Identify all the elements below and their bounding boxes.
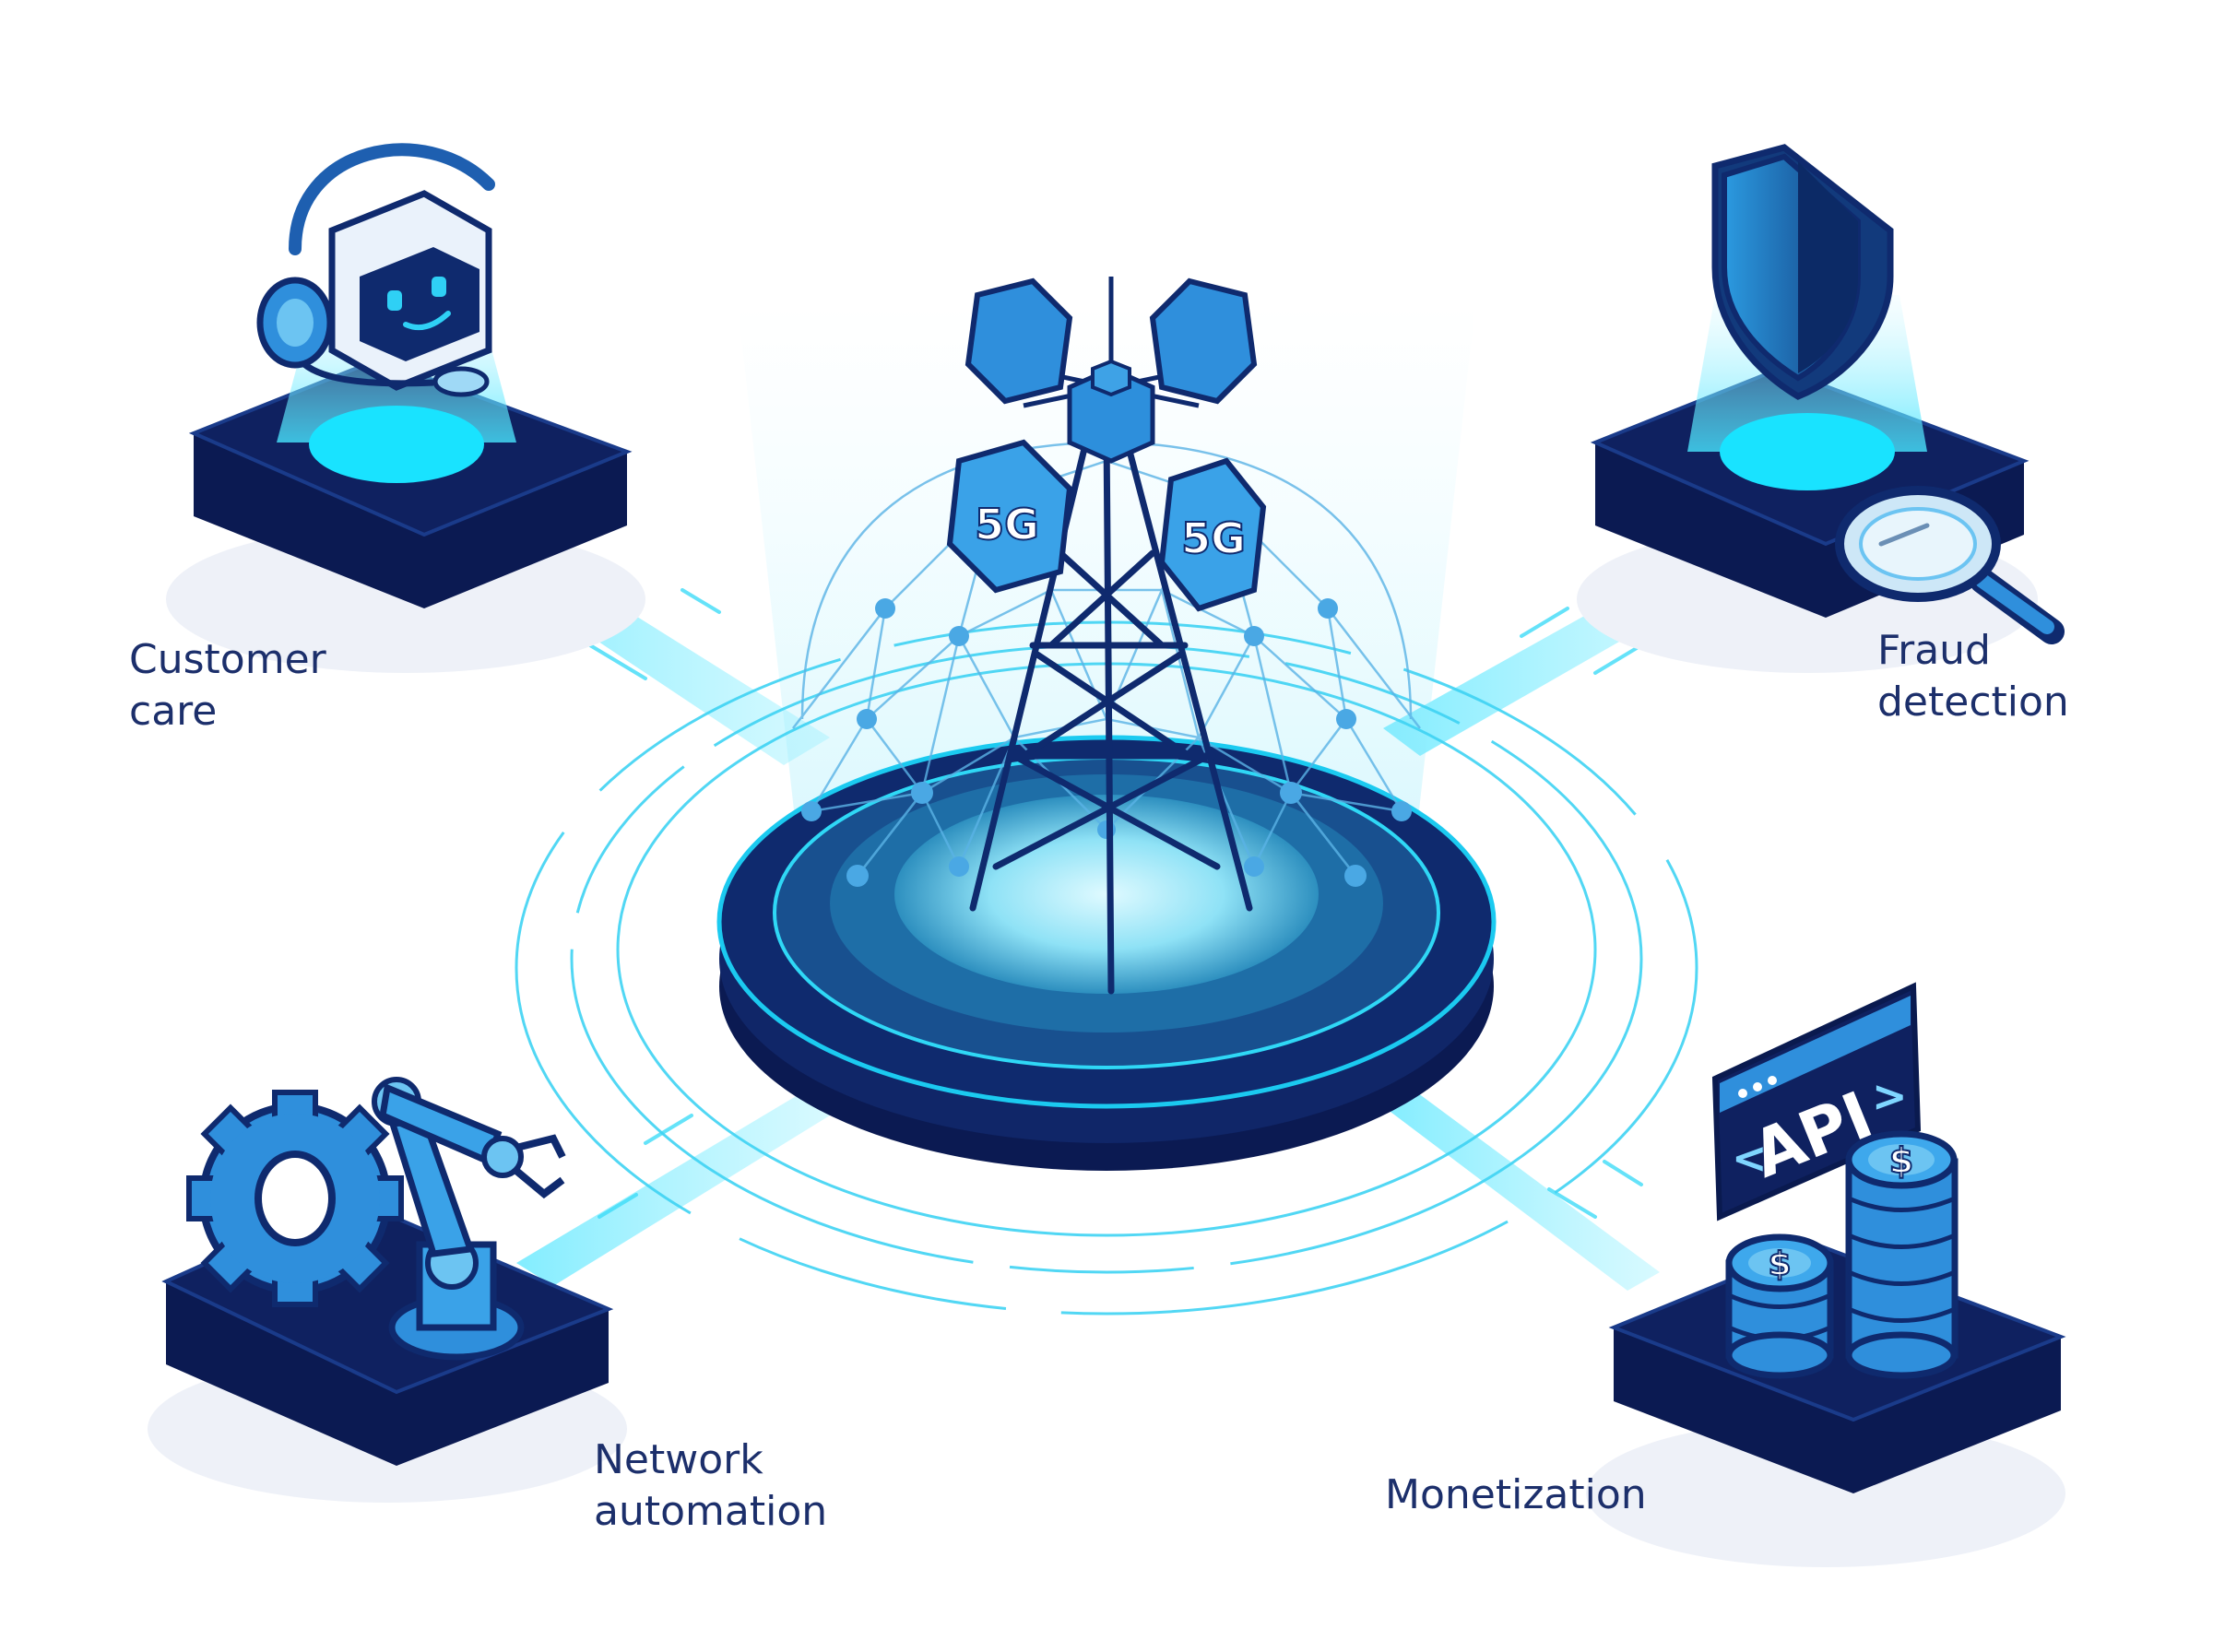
coin-dollar-icon-tall: $ bbox=[1889, 1140, 1913, 1181]
antenna-panel-top-right bbox=[1149, 277, 1258, 405]
label-customer-care-line2: care bbox=[129, 688, 218, 735]
label-customer-care-line1: Customer bbox=[129, 636, 326, 683]
chevron-left-icon: < bbox=[1732, 1133, 1768, 1183]
magnifier-icon bbox=[1835, 486, 2065, 644]
label-monetization-line1: Monetization bbox=[1385, 1471, 1647, 1518]
path-network-automation bbox=[516, 1092, 830, 1286]
api-window: < API > bbox=[1711, 982, 1922, 1221]
antenna-panel-5g-left: 5G bbox=[946, 439, 1073, 594]
coin-stack-short: $ bbox=[1725, 1233, 1834, 1379]
cell-tower bbox=[969, 430, 1253, 995]
coin-stack-tall: $ bbox=[1845, 1130, 1959, 1379]
robot-headset-icon bbox=[256, 143, 495, 397]
label-fraud-detection: Fraud detection bbox=[1877, 625, 2069, 728]
label-network-automation-line2: automation bbox=[594, 1488, 828, 1535]
label-fraud-detection-line1: Fraud bbox=[1877, 627, 1991, 674]
node-customer-care bbox=[166, 143, 645, 673]
antenna-5g-badge-left: 5G bbox=[975, 500, 1039, 549]
antenna-panel-top-left bbox=[964, 277, 1073, 405]
antenna-panel-5g-right: 5G bbox=[1158, 457, 1267, 612]
node-monetization: < API > $ $ bbox=[1586, 982, 2066, 1567]
gear-icon bbox=[186, 1090, 404, 1307]
node-fraud-detection bbox=[1577, 144, 2065, 673]
label-network-automation: Network automation bbox=[594, 1434, 827, 1538]
label-customer-care: Customer care bbox=[129, 634, 326, 738]
robotic-arm-icon bbox=[372, 1077, 566, 1361]
label-monetization: Monetization bbox=[1385, 1469, 1647, 1521]
label-fraud-detection-line2: detection bbox=[1877, 678, 2069, 726]
label-network-automation-line1: Network bbox=[594, 1436, 763, 1483]
shield-icon bbox=[1711, 144, 1894, 400]
platform-glow bbox=[894, 795, 1319, 994]
node-network-automation bbox=[148, 1077, 627, 1503]
central-hub: 5G 5G bbox=[515, 277, 1698, 1316]
antenna-5g-badge-right: 5G bbox=[1181, 513, 1246, 563]
path-monetization bbox=[1383, 1088, 1660, 1291]
chevron-right-icon: > bbox=[1872, 1071, 1908, 1121]
coin-dollar-icon-short: $ bbox=[1768, 1245, 1791, 1283]
